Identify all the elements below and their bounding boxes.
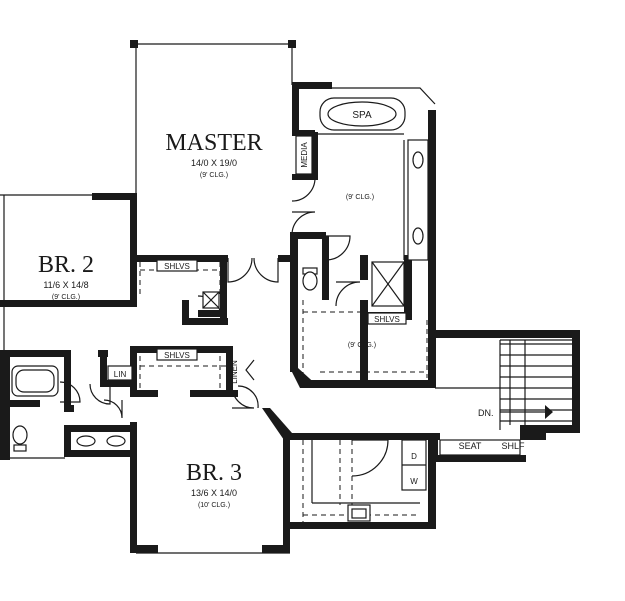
shlvs-closet-label: SHLVS [374,315,400,324]
fixtures [11,97,521,522]
br3-room-ceiling: (10' CLG.) [198,502,230,509]
br2-room-ceiling: (9' CLG.) [52,294,80,301]
stairs [500,339,572,425]
seat-bench [439,439,521,456]
walls [0,40,580,553]
media-cabinet [295,135,313,175]
shlf-label: SHLF [501,441,525,451]
shlvs-master-label: SHLVS [164,262,190,271]
linen-label: LINEN [230,360,239,384]
br3-room-dims: 13/6 X 14/0 [191,488,237,498]
spa-tub [319,97,406,131]
toilet [302,271,318,291]
master-room-ceiling: (9' CLG.) [200,172,228,179]
seat-label: SEAT [459,441,482,451]
br2-room-dims: 11/6 X 14/8 [43,280,88,290]
shlvs-hall-label: SHLVS [164,351,190,360]
dryer-label: D [411,452,417,461]
master-closet-ceiling: (9' CLG.) [348,342,376,349]
br2-room-name: BR. 2 [38,252,94,278]
lin-tag [107,365,133,381]
lin-label: LIN [114,370,127,379]
master-room-name: MASTER [165,130,262,156]
vanity-counter [407,139,429,261]
dn-label: DN. [478,408,494,418]
toilet-br2 [12,425,28,445]
stair-arrow-icon [545,405,553,419]
bathtub [11,365,59,397]
shlvs-master-tag [156,259,198,272]
spa-label: SPA [352,110,372,121]
master-room-dims: 14/0 X 19/0 [191,158,237,168]
shlvs-closet-tag [367,312,407,325]
washer-label: W [410,477,418,486]
master-bath-ceiling: (9' CLG.) [346,194,374,201]
shlvs-hall-tag [156,348,198,361]
br3-room-name: BR. 3 [186,460,242,486]
media-label: MEDIA [300,142,309,168]
